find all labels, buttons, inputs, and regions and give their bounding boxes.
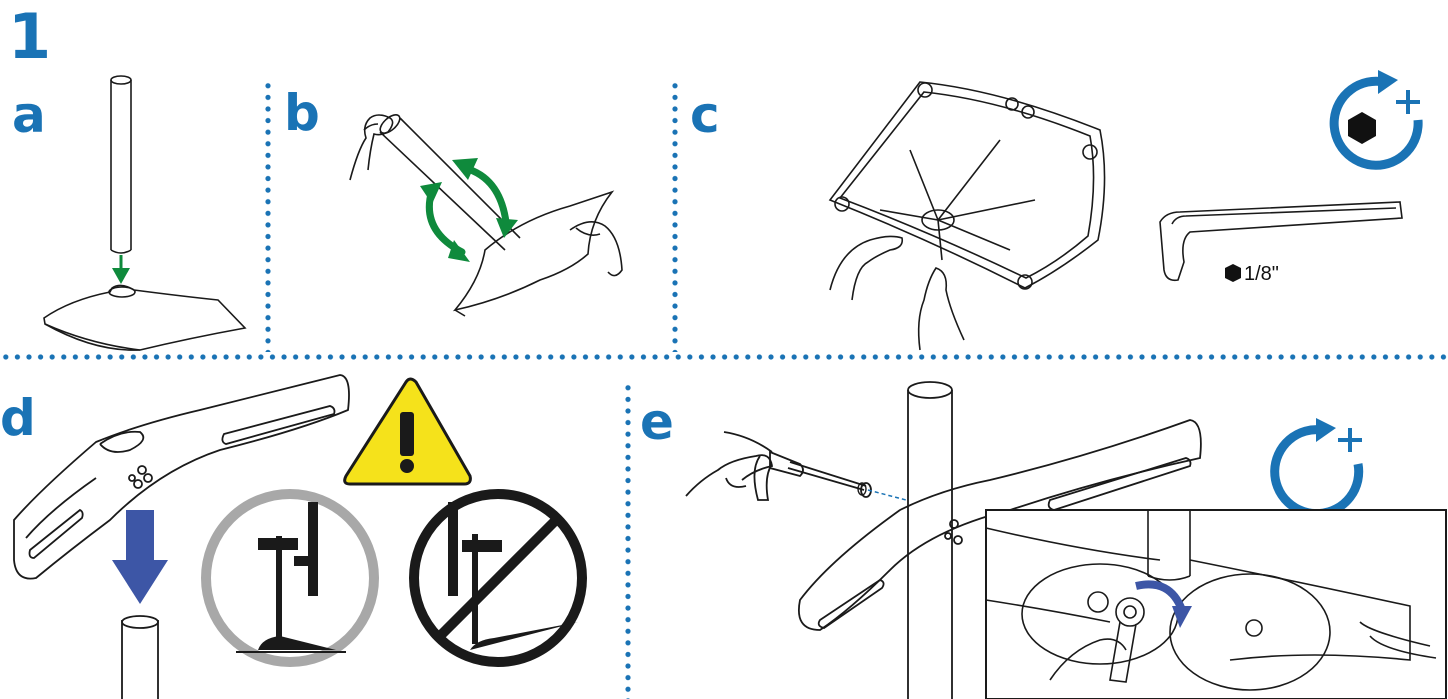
hex-icon xyxy=(1225,264,1241,282)
panel-label-c: c xyxy=(690,86,720,144)
down-arrow-icon xyxy=(112,255,130,284)
panel-label-b: b xyxy=(284,84,320,142)
panel-b-illustration xyxy=(349,114,623,317)
panel-a-illustration xyxy=(43,75,247,351)
correct-orientation-icon xyxy=(201,489,379,667)
divider-horizontal xyxy=(0,354,1448,360)
divider-de xyxy=(625,382,631,699)
down-arrow-icon xyxy=(112,510,168,604)
panel-label-e: e xyxy=(640,393,674,451)
divider-bc xyxy=(672,80,678,352)
panel-d-illustration xyxy=(13,374,587,699)
hex-key-size: 1/8" xyxy=(1244,263,1279,285)
step-number: 1 xyxy=(8,0,52,73)
panel-label-d: d xyxy=(0,389,36,447)
panel-c-illustration xyxy=(828,70,1423,351)
panel-e-illustration xyxy=(685,381,1447,699)
detail-inset xyxy=(985,509,1447,699)
panel-label-a: a xyxy=(12,86,46,144)
divider-ab xyxy=(265,80,271,352)
tighten-icon xyxy=(1329,70,1423,170)
incorrect-orientation-icon xyxy=(409,489,587,667)
warning-icon xyxy=(343,377,472,486)
tighten-icon xyxy=(1270,418,1364,519)
